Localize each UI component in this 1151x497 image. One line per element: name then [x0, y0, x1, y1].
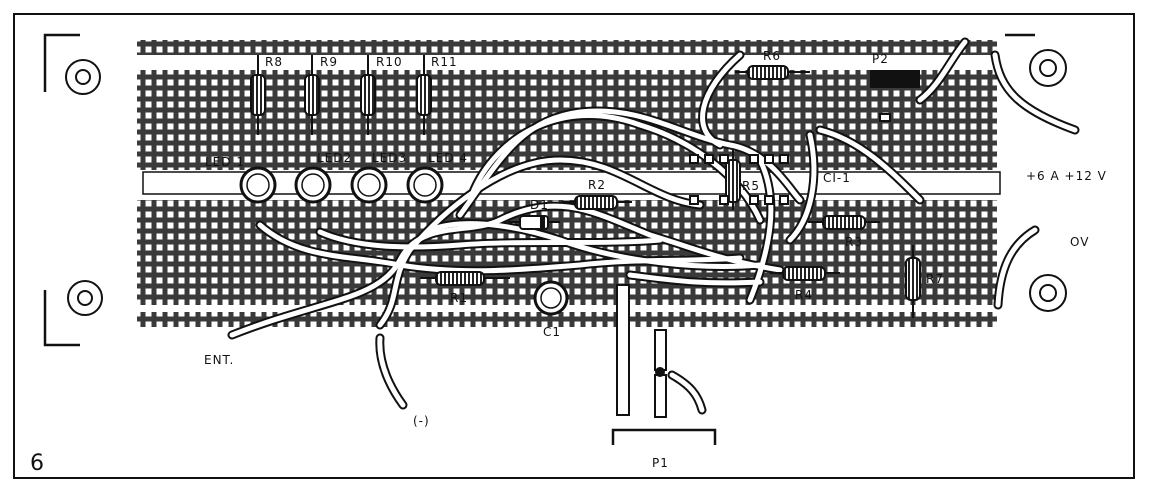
- trimmer-p2: [870, 70, 920, 122]
- label-r4: R4: [795, 288, 813, 302]
- corner-marks: [43, 33, 1035, 347]
- led-2: [294, 166, 332, 204]
- led-4: [406, 166, 444, 204]
- resistor-r3: [808, 215, 880, 230]
- label-r5: R5: [742, 179, 760, 193]
- label-r1: R1: [450, 291, 468, 305]
- mounting-hole-br: [1029, 274, 1067, 312]
- label-ov: OV: [1070, 235, 1089, 249]
- label-ci1: CI-1: [823, 171, 851, 185]
- resistor-r11: [416, 55, 432, 135]
- resistor-r1: [420, 271, 510, 286]
- label-ent: ENT.: [204, 353, 234, 367]
- p1-bracket: [611, 428, 717, 445]
- label-led3: LED3: [372, 151, 407, 165]
- resistor-r4: [770, 266, 840, 281]
- figure-number: 6: [30, 451, 44, 476]
- capacitor-c1: [533, 280, 569, 316]
- label-r8: R8: [265, 55, 283, 69]
- label-p2: P2: [872, 52, 889, 66]
- label-p1: P1: [652, 456, 669, 470]
- label-led2: LED2: [317, 151, 352, 165]
- label-supply: +6 A +12 V: [1026, 169, 1107, 183]
- label-led1: LED 1: [205, 155, 245, 169]
- wires: [227, 37, 1080, 415]
- resistor-r5: [725, 150, 741, 210]
- ic-ci1: [689, 154, 789, 205]
- label-r7: R7: [926, 272, 944, 286]
- resistor-r7: [905, 245, 921, 318]
- resistor-r2: [562, 195, 632, 210]
- label-r10: R10: [376, 55, 403, 69]
- labels: R8 R9 R10 R11 R6 P2 LED 1 LED2 LED3 LED …: [30, 49, 1107, 476]
- led-1: [239, 166, 277, 204]
- mounting-hole-tr: [1029, 49, 1067, 87]
- label-r9: R9: [320, 55, 338, 69]
- label-r2: R2: [588, 178, 606, 192]
- diode-d1: [508, 215, 560, 230]
- label-r11: R11: [431, 55, 458, 69]
- label-r3: R3: [845, 235, 863, 249]
- resistor-r10: [360, 55, 376, 135]
- mounting-hole-bl: [67, 280, 103, 316]
- label-c1: C1: [543, 325, 561, 339]
- mounting-hole-tl: [65, 59, 101, 95]
- label-r6: R6: [763, 49, 781, 63]
- resistor-r9: [304, 55, 320, 135]
- label-led4: LED 4: [428, 151, 468, 165]
- label-d1: D1: [530, 198, 549, 212]
- potentiometer-p1-leads: [616, 284, 667, 418]
- resistor-r8: [250, 55, 266, 135]
- led-3: [350, 166, 388, 204]
- label-neg: (-): [413, 414, 430, 428]
- resistor-r6: [735, 65, 810, 80]
